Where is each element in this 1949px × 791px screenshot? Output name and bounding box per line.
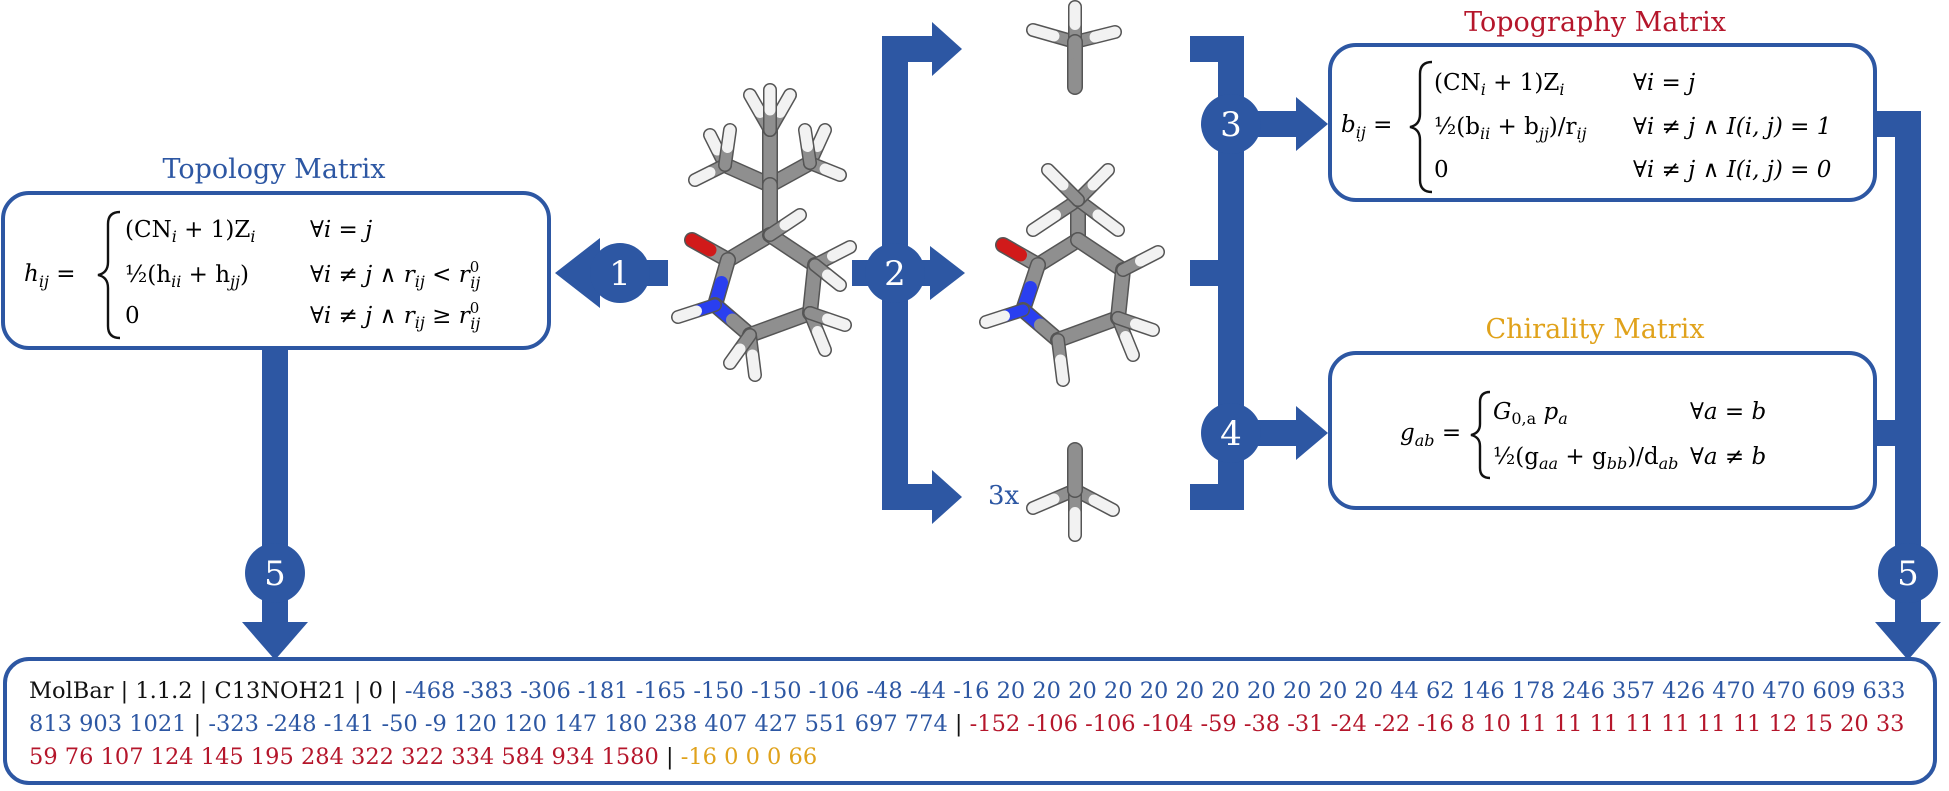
topology-title: Topology Matrix <box>162 154 385 185</box>
bond-stick <box>722 124 736 153</box>
arrow-2-head <box>930 246 965 300</box>
bond-stick <box>1135 246 1164 267</box>
svg-text:½(bii + bjj)/rij: ½(bii + bjj)/rij <box>1434 114 1587 143</box>
bond-stick <box>774 89 796 118</box>
topology-brace <box>97 210 121 340</box>
bond-stick <box>822 313 851 331</box>
bond-stick <box>747 349 761 381</box>
chirality-brace <box>1470 390 1491 480</box>
bond-stick <box>799 124 813 152</box>
bond-stick <box>685 233 717 257</box>
fragment-multiplier: 3x <box>988 481 1020 511</box>
molbar-output: MolBar | 1.1.2 | C13NOH21 | 0 | -468 -38… <box>3 657 1937 785</box>
step-5-right-badge <box>1878 543 1938 603</box>
step-2-badge <box>865 243 925 303</box>
svg-text:∀a = b: ∀a = b <box>1690 399 1766 425</box>
svg-text:(CNi + 1)Zi: (CNi + 1)Zi <box>125 217 255 246</box>
svg-text:gab =: gab = <box>1400 420 1461 450</box>
step-3-number: 3 <box>1220 105 1242 145</box>
bracket-right-bottom <box>1190 484 1244 510</box>
step-4-badge <box>1201 403 1261 463</box>
svg-text:∀a ≠ b: ∀a ≠ b <box>1690 444 1766 470</box>
bond-stick <box>812 326 831 356</box>
bond-stick <box>1089 26 1121 43</box>
bond-stick <box>689 167 716 186</box>
bond-stick <box>1092 209 1124 236</box>
bond-stick <box>1120 331 1139 361</box>
svg-text:½(gaa + gbb)/dab: ½(gaa + gbb)/dab <box>1493 444 1678 473</box>
bracket-2-top-head <box>932 22 962 76</box>
arrow-1-head <box>555 238 600 308</box>
step-5-left-badge <box>245 543 305 603</box>
bracket-2-bottom-head <box>932 470 962 524</box>
svg-text:∀i ≠ j ∧ I(i, j) = 0: ∀i ≠ j ∧ I(i, j) = 0 <box>1633 157 1831 183</box>
bond-stick <box>1055 354 1069 386</box>
bond-stick <box>1027 209 1061 236</box>
bond-stick <box>827 241 856 262</box>
bond-stick <box>1130 318 1159 336</box>
bond-stick <box>724 343 746 369</box>
fragment-tert-butyl <box>1026 0 1122 95</box>
bond-stick <box>1042 164 1069 191</box>
bond-stick <box>779 209 806 231</box>
molbar-separator-2: | <box>954 711 963 737</box>
bond-stick <box>744 89 766 118</box>
bond-stick <box>980 310 1010 328</box>
molecule-full <box>671 83 857 382</box>
step-3-badge <box>1201 94 1261 154</box>
step-badges: 1 2 3 4 5 5 <box>245 94 1938 603</box>
bond-stick <box>822 269 846 291</box>
fragment-methyl <box>1026 442 1120 542</box>
topology-equation: hij = (CNi + 1)Zi ∀i = j ½(hii + hjj) ∀i… <box>24 210 480 340</box>
bond-stick <box>704 129 723 156</box>
bracket-right-mid <box>1190 260 1244 286</box>
molbar-header: MolBar | 1.1.2 | C13NOH21 | 0 | <box>29 678 398 704</box>
step-2-number: 2 <box>884 254 906 294</box>
arrow-5-left-head <box>242 622 308 660</box>
svg-text:∀i = j: ∀i = j <box>1633 70 1695 96</box>
chirality-equation: gab = G0,a pa ∀a = b ½(gaa + gbb)/dab ∀a… <box>1400 390 1766 480</box>
bond-stick <box>996 238 1027 262</box>
bond-stick <box>819 163 846 181</box>
svg-text:(CNi + 1)Zi: (CNi + 1)Zi <box>1434 70 1564 99</box>
svg-text:∀i ≠ j ∧ I(i, j) = 1: ∀i ≠ j ∧ I(i, j) = 1 <box>1633 114 1831 140</box>
chirality-title: Chirality Matrix <box>1485 314 1704 345</box>
svg-text:0: 0 <box>125 303 140 329</box>
step-1-badge <box>590 243 650 303</box>
step-4-number: 4 <box>1220 414 1242 454</box>
svg-text:hij =: hij = <box>24 261 76 291</box>
molbar-separator-1: | <box>193 711 202 737</box>
molbar-topology-values: -468 -383 -306 -181 -165 -150 -150 -106 … <box>29 678 1906 737</box>
svg-text:G0,a pa: G0,a pa <box>1493 399 1568 428</box>
svg-text:∀i = j: ∀i = j <box>310 217 372 243</box>
arrow-5-right-head <box>1875 622 1941 660</box>
molbar-topology-values-2: -323 -248 -141 -50 -9 120 120 147 180 23… <box>208 711 948 737</box>
step-1-number: 1 <box>609 254 631 294</box>
step-5-left-number: 5 <box>264 554 286 594</box>
fragment-core-ring <box>979 163 1165 387</box>
arrow-3-head <box>1296 97 1328 151</box>
topography-equation: bij = (CNi + 1)Zi ∀i = j ½(bii + bjj)/ri… <box>1341 60 1831 194</box>
svg-text:bij =: bij = <box>1341 112 1392 142</box>
bond-stick <box>812 124 831 152</box>
bond-stick <box>1087 164 1114 191</box>
arrow-4-head <box>1296 406 1328 460</box>
svg-text:½(hii + hjj): ½(hii + hjj) <box>125 262 249 291</box>
bond-stick <box>1088 494 1119 516</box>
bond-stick <box>1027 24 1060 42</box>
bond-stick <box>672 305 702 323</box>
svg-text:0: 0 <box>1434 157 1449 183</box>
topography-title: Topography Matrix <box>1464 7 1726 38</box>
topography-brace <box>1409 60 1433 194</box>
bond-stick <box>1027 493 1060 514</box>
molbar-chirality-values: -16 0 0 0 66 <box>680 744 818 770</box>
step-5-right-number: 5 <box>1897 554 1919 594</box>
molbar-separator-3: | <box>665 744 674 770</box>
bracket-right-top <box>1190 36 1244 62</box>
molbar-topography-values: -152 -106 -106 -104 -59 -38 -31 -24 -22 … <box>29 711 1905 770</box>
